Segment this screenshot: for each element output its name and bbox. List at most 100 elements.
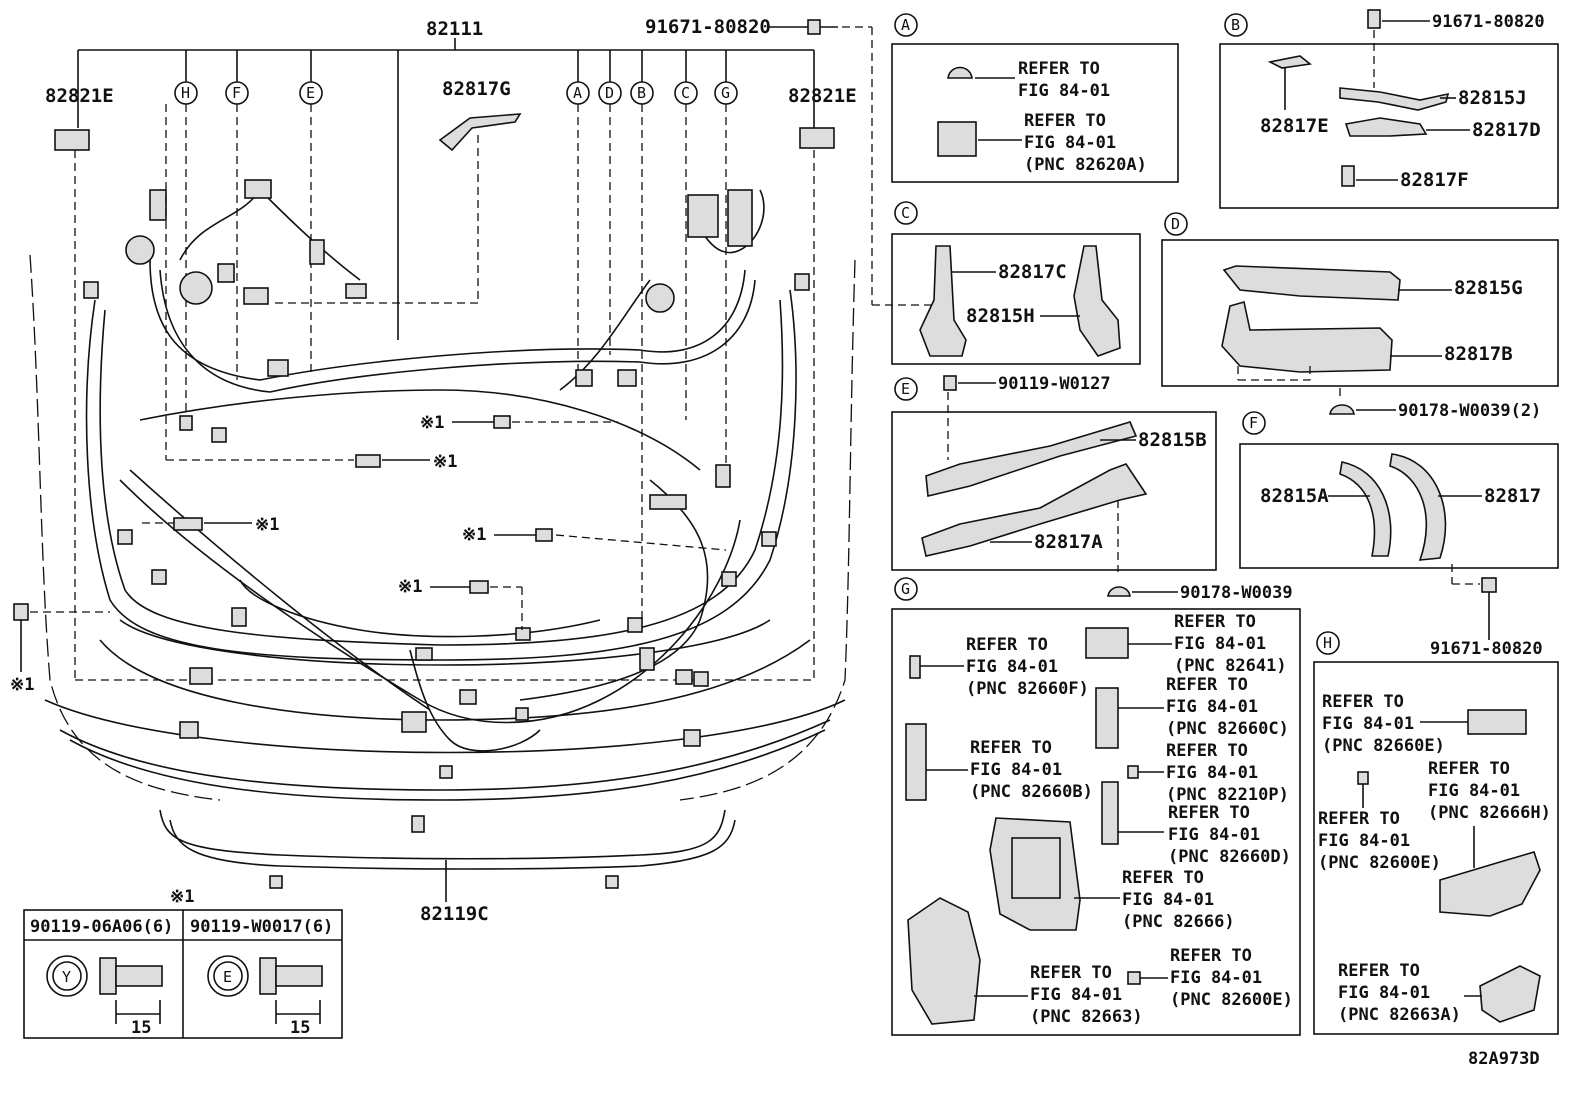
detail-panel-a: A REFER TO FIG 84-01 REFER TO FIG 84-01 … xyxy=(891,13,1179,183)
note-col2-part-number: 90119-W0017(6) xyxy=(190,917,333,937)
svg-text:REFER TO: REFER TO xyxy=(1168,803,1250,823)
svg-text:FIG 84-01: FIG 84-01 xyxy=(1338,983,1430,1003)
svg-text:REFER TO: REFER TO xyxy=(1166,741,1248,761)
svg-text:※1: ※1 xyxy=(398,577,422,597)
svg-text:H: H xyxy=(181,84,190,102)
svg-text:(PNC 82666H): (PNC 82666H) xyxy=(1428,803,1551,823)
panel-e-letter: E xyxy=(901,380,910,398)
svg-text:82817: 82817 xyxy=(1484,485,1541,507)
main-assembly: 82111 82821E 82821E 82817G 91671-80820 H… xyxy=(10,16,932,925)
callout-g: G xyxy=(714,81,738,470)
svg-text:FIG 84-01: FIG 84-01 xyxy=(1030,985,1122,1005)
svg-text:REFER TO: REFER TO xyxy=(1170,946,1252,966)
clamp-part xyxy=(438,113,522,152)
note-col1-part-number: 90119-06A06(6) xyxy=(30,917,173,937)
svg-text:FIG 84-01: FIG 84-01 xyxy=(1166,763,1258,783)
panel-e-bolt-part-number: 90119-W0127 xyxy=(998,374,1111,394)
svg-text:82815J: 82815J xyxy=(1458,87,1527,109)
svg-text:REFER TO: REFER TO xyxy=(1024,111,1106,131)
svg-text:FIG 84-01: FIG 84-01 xyxy=(1018,81,1110,101)
svg-text:※1: ※1 xyxy=(255,515,279,535)
note-bolt-2: ※1 xyxy=(165,104,457,472)
svg-text:FIG 84-01: FIG 84-01 xyxy=(1166,697,1258,717)
figure-code: 82A973D xyxy=(1468,1049,1540,1069)
svg-text:REFER TO: REFER TO xyxy=(1030,963,1112,983)
panel-c-letter: C xyxy=(901,204,910,222)
svg-text:82815G: 82815G xyxy=(1454,277,1523,299)
panel-d-clip-part-number: 90178-W0039(2) xyxy=(1398,401,1541,421)
panel-f-letter: F xyxy=(1249,414,1258,432)
note-bolt-1: ※1 xyxy=(420,413,618,433)
svg-text:(PNC 82660C): (PNC 82660C) xyxy=(1166,719,1289,739)
svg-text:FIG 84-01: FIG 84-01 xyxy=(1168,825,1260,845)
svg-text:FIG 84-01: FIG 84-01 xyxy=(1428,781,1520,801)
detail-panel-b: B 91671-80820 82815J 82817E 82817D 82817… xyxy=(1219,9,1559,209)
svg-text:(PNC 82641): (PNC 82641) xyxy=(1174,656,1287,676)
clip-part xyxy=(947,66,973,79)
svg-text:D: D xyxy=(605,84,614,102)
top-bolt-part-number: 91671-80820 xyxy=(645,16,771,38)
panel-d-letter: D xyxy=(1171,215,1180,233)
svg-text:REFER TO: REFER TO xyxy=(970,738,1052,758)
svg-text:(PNC 82600E): (PNC 82600E) xyxy=(1170,990,1293,1010)
svg-text:REFER TO: REFER TO xyxy=(1428,759,1510,779)
svg-text:※1: ※1 xyxy=(433,452,457,472)
note-col2-dimension: 15 xyxy=(290,1018,310,1038)
bolt-head-icon xyxy=(259,957,277,995)
left-bracket-part-number: 82821E xyxy=(45,85,114,107)
svg-text:(PNC 82210P): (PNC 82210P) xyxy=(1166,785,1289,805)
svg-text:(PNC 82660E): (PNC 82660E) xyxy=(1322,736,1445,756)
note-table-mark: ※1 xyxy=(170,887,194,907)
note-col1-dimension: 15 xyxy=(131,1018,151,1038)
svg-text:FIG 84-01: FIG 84-01 xyxy=(1318,831,1410,851)
svg-text:82817B: 82817B xyxy=(1444,343,1513,365)
svg-text:REFER TO: REFER TO xyxy=(1338,961,1420,981)
detail-panel-c: C 82817C 82815H xyxy=(891,201,1141,365)
panel-b-letter: B xyxy=(1231,16,1240,34)
svg-text:FIG 84-01: FIG 84-01 xyxy=(1322,714,1414,734)
svg-text:(PNC 82660B): (PNC 82660B) xyxy=(970,782,1093,802)
callout-f: F xyxy=(225,81,249,380)
detail-panel-d: D 82815G 82817B 90178-W0039(2) xyxy=(1161,212,1559,421)
note-bolt-5: ※1 xyxy=(398,577,523,630)
detail-panel-h: H REFER TO FIG 84-01 (PNC 82660E) REFER … xyxy=(1313,631,1559,1035)
svg-text:(PNC 82600E): (PNC 82600E) xyxy=(1318,853,1441,873)
note-bolt-4: ※1 xyxy=(462,525,727,551)
svg-text:REFER TO: REFER TO xyxy=(1322,692,1404,712)
svg-text:REFER TO: REFER TO xyxy=(1018,59,1100,79)
detail-panel-e: E 90119-W0127 82815B 82817A 90178-W0039 xyxy=(891,374,1293,603)
left-bracket-part xyxy=(54,129,90,151)
panel-g-letter: G xyxy=(901,580,910,598)
svg-text:※1: ※1 xyxy=(10,675,34,695)
svg-text:(PNC 82666): (PNC 82666) xyxy=(1122,912,1235,932)
svg-text:82815B: 82815B xyxy=(1138,429,1207,451)
right-bracket-part-number: 82821E xyxy=(788,85,857,107)
note-col2-letter: E xyxy=(223,968,232,986)
svg-text:(PNC 82620A): (PNC 82620A) xyxy=(1024,155,1147,175)
svg-text:82817A: 82817A xyxy=(1034,531,1103,553)
callout-e: E xyxy=(299,81,323,375)
right-bracket-part xyxy=(799,127,835,149)
svg-text:F: F xyxy=(232,84,241,102)
harness-part-number: 82111 xyxy=(426,18,483,40)
callout-d: D xyxy=(598,81,622,355)
front-harness-part-number: 82119C xyxy=(420,903,489,925)
svg-text:82815A: 82815A xyxy=(1260,485,1329,507)
svg-text:REFER TO: REFER TO xyxy=(966,635,1048,655)
bolt-head-icon xyxy=(99,957,117,995)
svg-text:REFER TO: REFER TO xyxy=(1122,868,1204,888)
detail-panel-g: G REFER TO FIG 84-01 (PNC 82641) REFER T… xyxy=(891,577,1301,1036)
svg-text:E: E xyxy=(306,84,315,102)
note-bolt-3: ※1 xyxy=(142,515,279,535)
svg-text:C: C xyxy=(681,84,690,102)
callout-c: C xyxy=(674,81,698,420)
panel-h-letter: H xyxy=(1323,634,1332,652)
svg-text:REFER TO: REFER TO xyxy=(1174,612,1256,632)
svg-text:(PNC 82660D): (PNC 82660D) xyxy=(1168,847,1291,867)
svg-text:FIG 84-01: FIG 84-01 xyxy=(966,657,1058,677)
svg-text:82817D: 82817D xyxy=(1472,119,1541,141)
svg-text:82815H: 82815H xyxy=(966,305,1035,327)
svg-text:82817E: 82817E xyxy=(1260,115,1329,137)
clamp-part-number: 82817G xyxy=(442,78,511,100)
svg-text:FIG 84-01: FIG 84-01 xyxy=(970,760,1062,780)
